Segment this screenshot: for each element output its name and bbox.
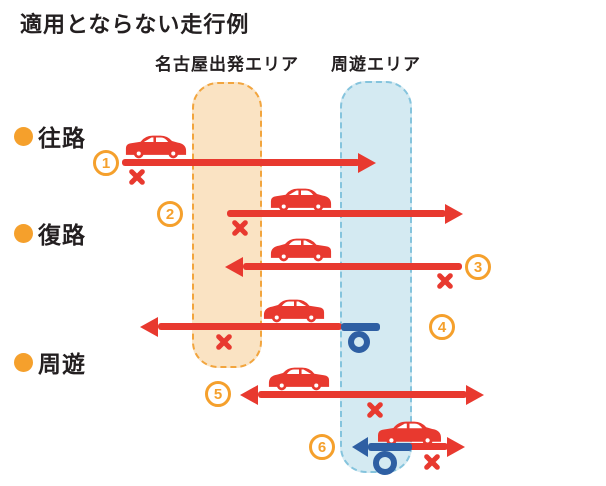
tour-zone-label: 周遊エリア bbox=[331, 55, 421, 74]
arrow-left-icon bbox=[140, 317, 158, 337]
number-badge-5: 5 bbox=[205, 381, 231, 407]
car-icon bbox=[269, 186, 333, 213]
arrow-left-icon bbox=[225, 257, 243, 277]
category-return-label: 復路 bbox=[38, 222, 86, 248]
category-tour-label: 周遊 bbox=[38, 351, 86, 377]
category-return: 復路 bbox=[14, 216, 86, 250]
car-icon bbox=[376, 419, 443, 447]
cross-mark bbox=[366, 401, 384, 419]
number-badge-2: 2 bbox=[157, 201, 183, 227]
blue-arrow-shaft bbox=[368, 443, 412, 451]
number-badge-4: 4 bbox=[429, 314, 455, 340]
blue-segment bbox=[341, 323, 380, 331]
arrow-right-icon bbox=[358, 153, 376, 173]
arrow-right-icon bbox=[447, 437, 465, 457]
arrow-shaft bbox=[406, 443, 448, 450]
car-icon bbox=[124, 133, 188, 160]
car-icon bbox=[267, 365, 331, 392]
blue-arrow-left-icon bbox=[352, 437, 368, 457]
car-icon bbox=[269, 236, 333, 263]
category-tour: 周遊 bbox=[14, 345, 86, 379]
bullet-icon bbox=[14, 223, 33, 243]
car-icon bbox=[262, 297, 326, 324]
circle-mark bbox=[348, 331, 370, 353]
number-badge-6: 6 bbox=[309, 434, 335, 460]
arrow-right-icon bbox=[445, 204, 463, 224]
arrow-shaft bbox=[122, 159, 360, 166]
diagram-title: 適用とならない走行例 bbox=[20, 12, 250, 37]
cross-mark bbox=[215, 333, 233, 351]
arrow-shaft bbox=[227, 210, 446, 217]
number-badge-3: 3 bbox=[465, 254, 491, 280]
bullet-icon bbox=[14, 126, 33, 146]
circle-mark bbox=[373, 451, 397, 475]
departure-zone-label: 名古屋出発エリア bbox=[155, 55, 299, 74]
cross-mark bbox=[436, 272, 454, 290]
arrow-shaft bbox=[158, 323, 342, 330]
arrow-shaft bbox=[243, 263, 462, 270]
category-outbound: 往路 bbox=[14, 119, 86, 153]
cross-mark bbox=[231, 219, 249, 237]
cross-mark bbox=[423, 453, 441, 471]
arrow-left-icon bbox=[240, 385, 258, 405]
number-badge-1: 1 bbox=[93, 150, 119, 176]
departure-zone bbox=[192, 82, 262, 368]
arrow-shaft bbox=[258, 391, 467, 398]
bullet-icon bbox=[14, 352, 33, 372]
cross-mark bbox=[128, 168, 146, 186]
category-outbound-label: 往路 bbox=[38, 125, 86, 151]
arrow-right-icon bbox=[466, 385, 484, 405]
